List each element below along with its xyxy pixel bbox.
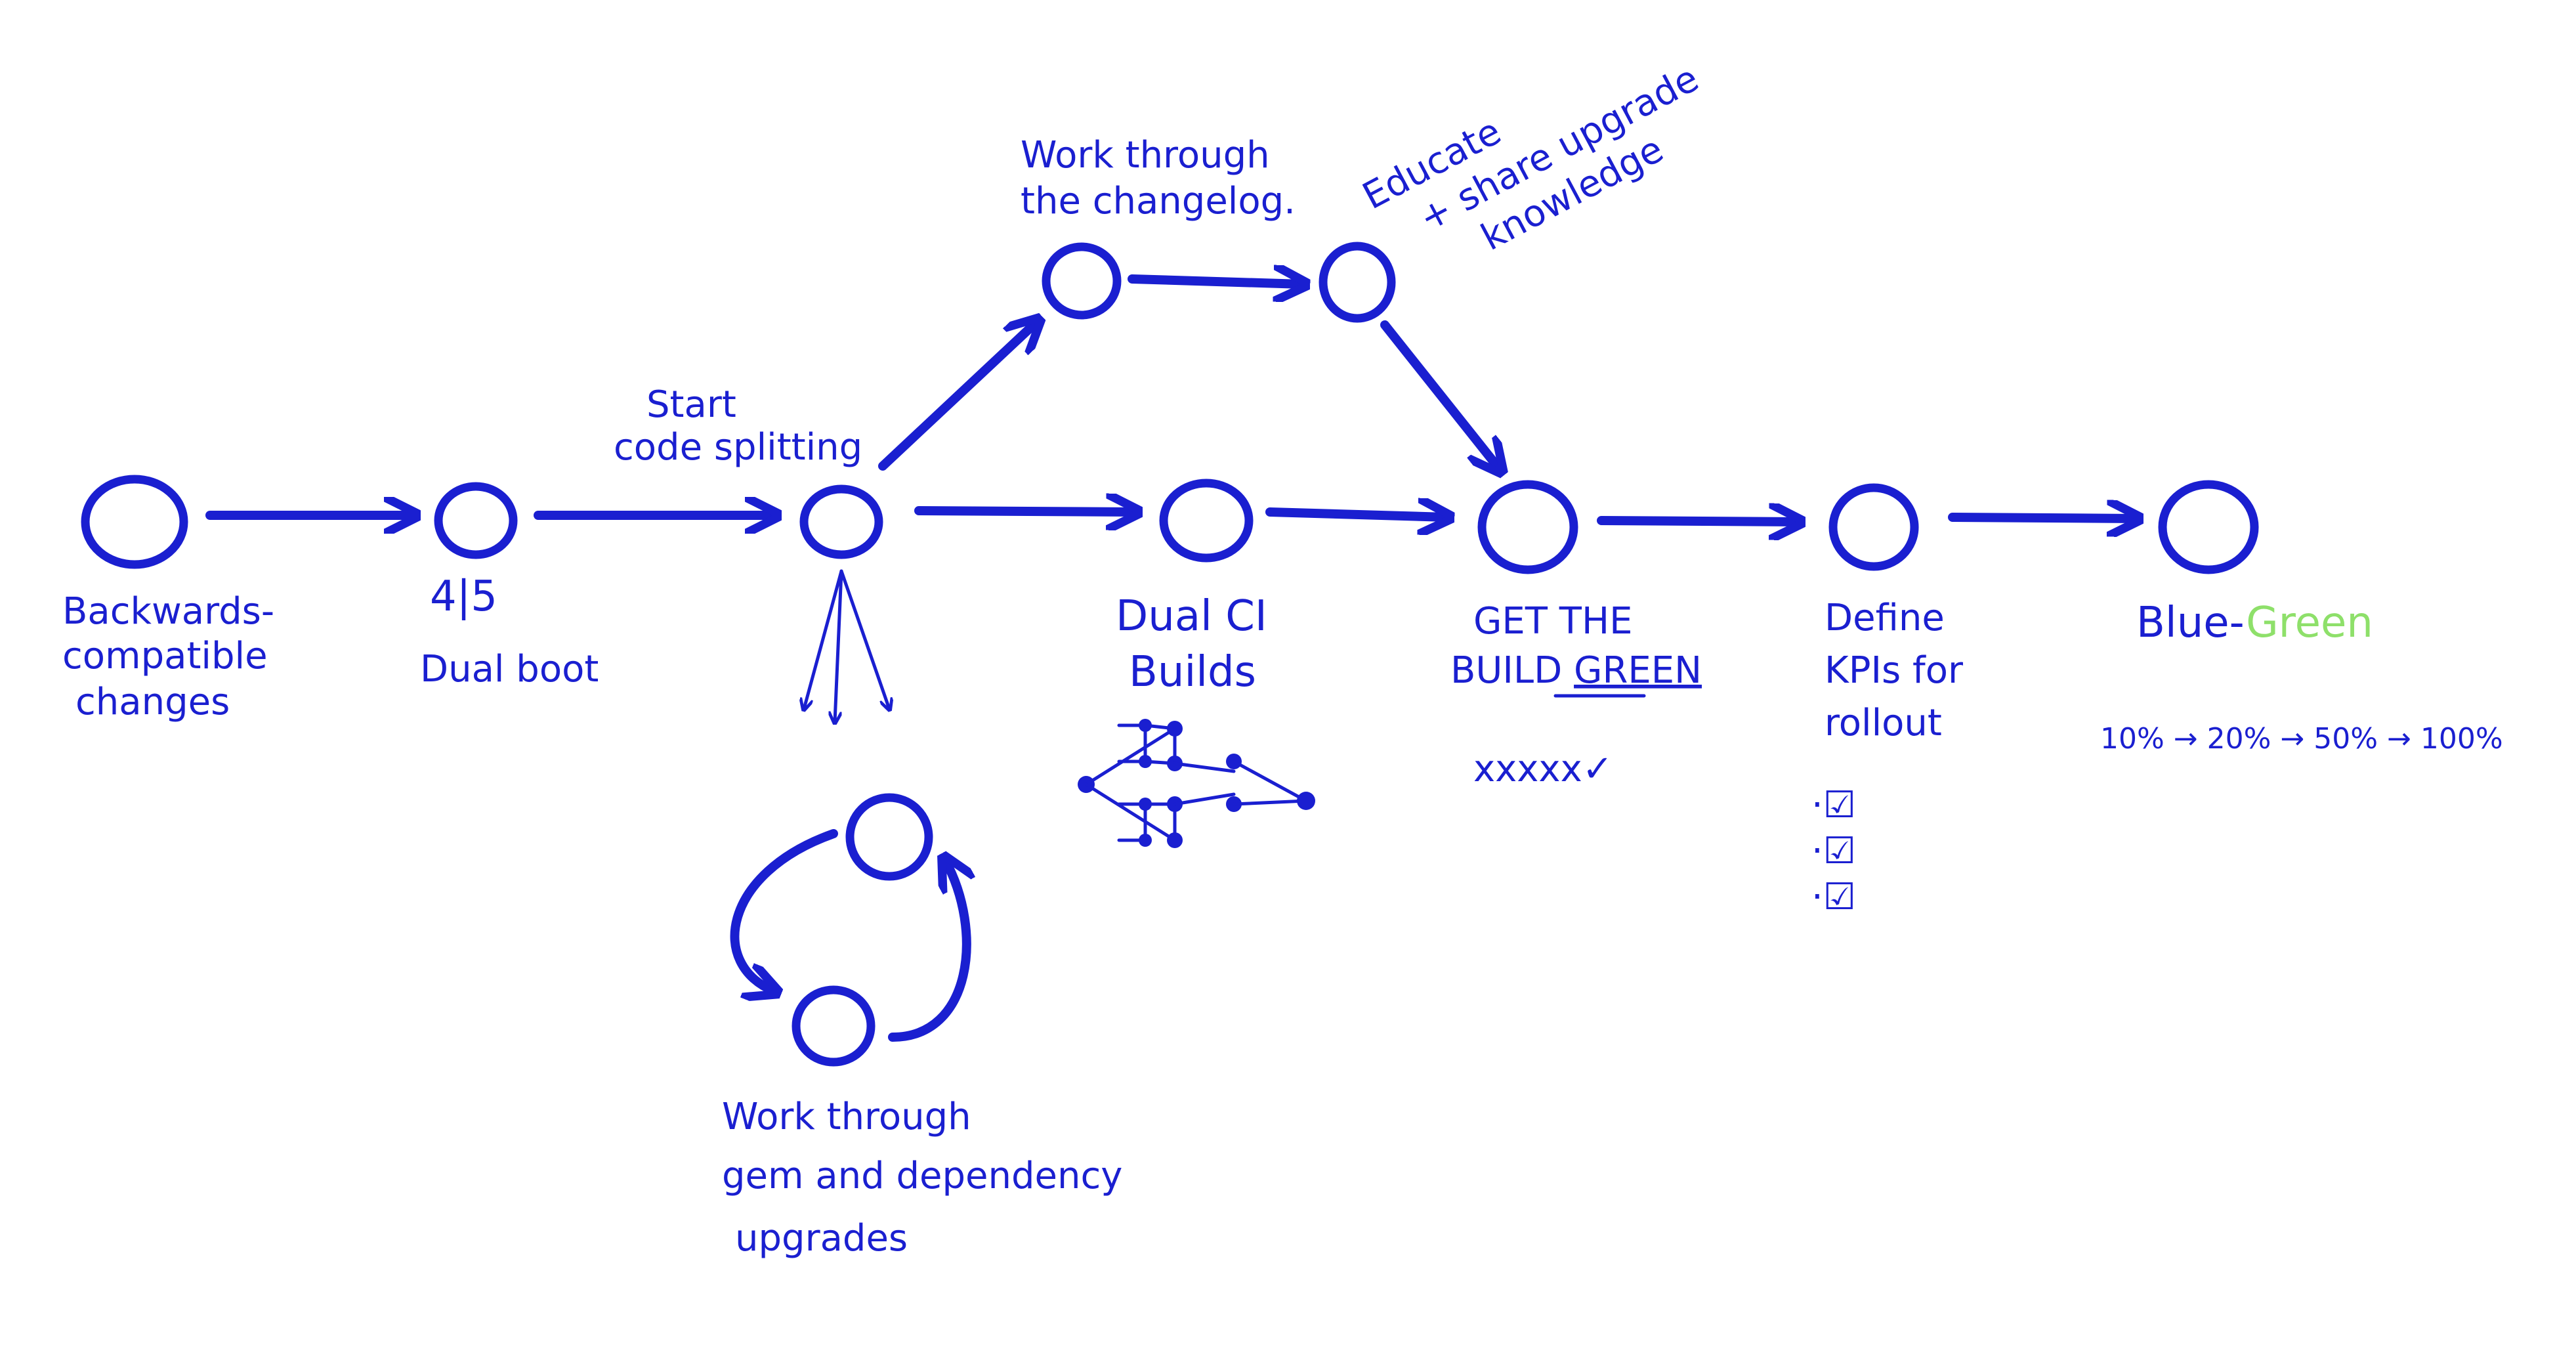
arrow-5 (1597, 521, 1798, 522)
label-blue: Blue- (2136, 599, 2246, 647)
label-get-build-green: GET THE BUILD GREEN xxxxx✓ (1450, 600, 1702, 790)
label-line: compatible (62, 635, 268, 677)
node-cycle-top (845, 793, 933, 881)
label-emphasis: GREEN (1574, 649, 1702, 692)
label-backwards-compatible: Backwards- compatible changes (62, 590, 274, 723)
arrow-educate-to-green (1380, 320, 1500, 469)
label-line: KPIs for (1825, 649, 1964, 692)
node-get-build-green (1477, 480, 1578, 574)
arrow-split-to-changelog (878, 322, 1037, 471)
label-educate-share: Educate + share upgrade knowledge (1356, 57, 1706, 259)
fork-arrow-right (839, 569, 889, 709)
node-educate-share (1319, 242, 1396, 323)
checklist-item: ·☑ (1811, 784, 1856, 826)
fork-arrow-left (804, 569, 843, 709)
node-blue-green (2158, 480, 2259, 574)
label-line: GET THE (1473, 600, 1632, 643)
label-marks: xxxxx✓ (1473, 748, 1613, 790)
node-dual-ci-builds (1159, 479, 1254, 563)
label-line: Blue-Green (2136, 599, 2373, 647)
label-line: Work through (722, 1096, 971, 1138)
label-line: Define (1825, 597, 1945, 639)
dual-ci-tree-icon (1078, 719, 1315, 848)
label-define-kpis: Define KPIs for rollout (1825, 597, 1964, 744)
label-line: rollout (1825, 702, 1942, 744)
label-line: the changelog. (1021, 180, 1296, 223)
label-line: BUILD GREEN (1450, 649, 1702, 692)
cycle-arrow-right (888, 860, 967, 1042)
label-line: changes (75, 681, 230, 723)
label-prefix: BUILD (1450, 649, 1574, 692)
kpi-checklist: ·☑ ·☑ ·☑ (1811, 784, 1856, 918)
label-blue-green: Blue-Green (2136, 599, 2373, 647)
label-dual-ci-builds: Dual CI Builds (1116, 592, 1267, 696)
label-green: Green (2246, 599, 2373, 647)
label-line: gem and dependency (722, 1155, 1122, 1197)
label-work-changelog: Work through the changelog. (1021, 134, 1296, 223)
node-work-through-changelog (1042, 242, 1122, 320)
label-start-code-splitting: Start code splitting (614, 383, 862, 469)
node-backwards-compatible (81, 475, 188, 569)
label-gem-upgrades: Work through gem and dependency upgrades (722, 1096, 1122, 1260)
node-dual-boot (434, 482, 518, 559)
label-rollout-percentages: 10% → 20% → 50% → 100% (2100, 722, 2503, 756)
label-line: Backwards- (62, 590, 274, 633)
arrow-6 (1948, 517, 2136, 519)
label-line: code splitting (614, 426, 862, 469)
label-line: upgrades (735, 1217, 908, 1260)
label-line: Dual CI (1116, 592, 1267, 641)
arrow-3 (914, 511, 1135, 512)
rollout-steps: 10% → 20% → 50% → 100% (2100, 722, 2503, 756)
label-line: 4|5 (430, 572, 497, 621)
fork-arrow-mid (835, 569, 843, 722)
node-start-code-splitting (799, 484, 883, 559)
label-line: Start (646, 383, 736, 426)
arrow-changelog-to-educate (1128, 279, 1303, 284)
node-define-kpis (1828, 483, 1919, 571)
label-line: Work through (1021, 134, 1270, 177)
label-line: Dual boot (420, 648, 599, 691)
node-cycle-bottom (792, 985, 876, 1067)
arrow-4 (1265, 512, 1447, 517)
label-line: Builds (1129, 648, 1256, 696)
checklist-item: ·☑ (1811, 876, 1856, 918)
checklist-item: ·☑ (1811, 830, 1856, 872)
cycle-arrow-left (730, 829, 838, 991)
label-dual-boot: 4|5 Dual boot (420, 572, 599, 691)
